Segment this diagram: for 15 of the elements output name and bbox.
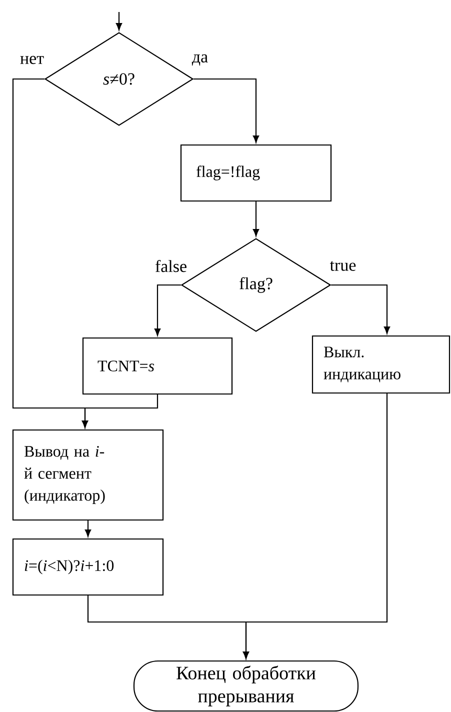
arrow [84, 520, 92, 537]
edge-label: true [328, 260, 358, 272]
process-box: TCNT=s [82, 337, 233, 395]
arrow [82, 394, 158, 428]
edge-label: нет [18, 54, 46, 66]
arrow [242, 394, 388, 659]
arrow [154, 284, 181, 336]
arrow [331, 284, 390, 334]
process-box: Выкл. индикацию [312, 335, 450, 394]
process-box: i=(i<N)?i+1:0 [12, 538, 164, 596]
process-box: Вывод на i-й сегмент (индикатор) [12, 429, 164, 521]
arrow [116, 12, 122, 30]
arrow [252, 202, 260, 236]
arrow [194, 78, 260, 143]
process-box: flag=!flag [180, 144, 332, 202]
